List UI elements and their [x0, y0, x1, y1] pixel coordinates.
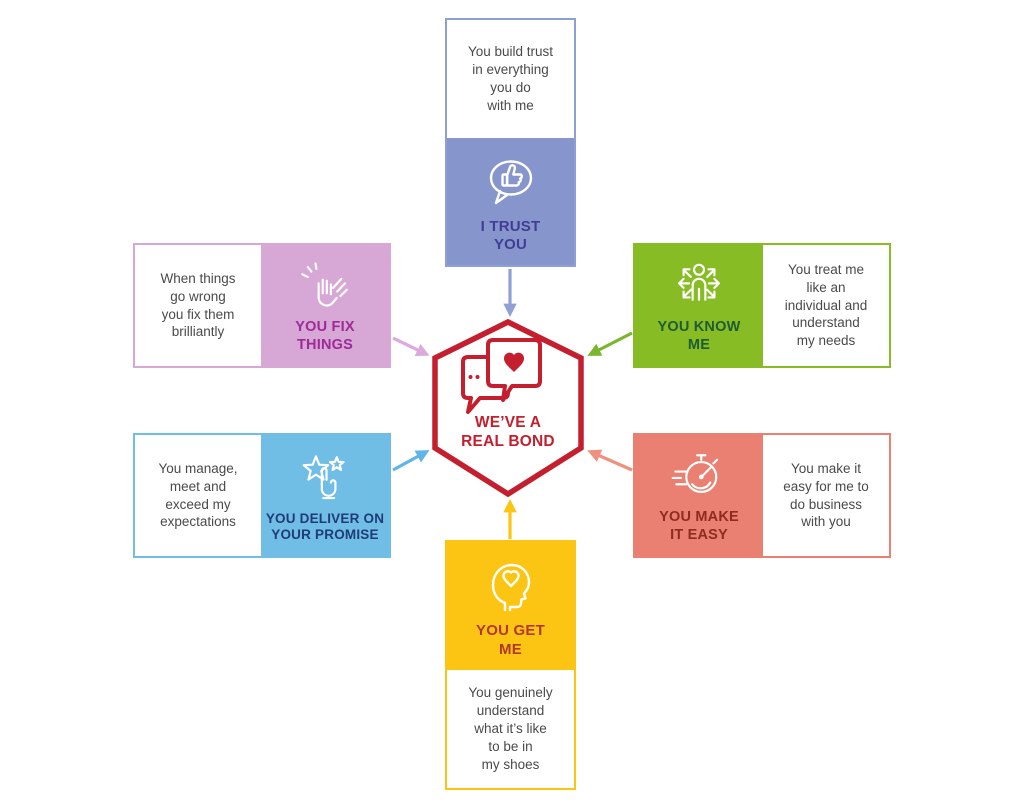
arrow-fix-to-center	[392, 336, 430, 356]
deliver-description: You manage, meet and exceed my expectati…	[135, 435, 261, 556]
node-easy: YOU MAKE IT EASY You make it easy for me…	[633, 433, 891, 558]
chat-bubbles-heart-icon	[461, 338, 542, 414]
arrow-know-to-center	[587, 331, 633, 356]
get-panel: YOU GET ME	[447, 542, 574, 670]
know-description: You treat me like an individual and unde…	[763, 245, 889, 366]
high-five-hands-icon	[301, 262, 348, 307]
easy-description: You make it easy for me to do business w…	[763, 435, 889, 556]
center-label: WE’VE A REAL BOND	[461, 414, 555, 451]
get-label: YOU GET ME	[476, 622, 545, 658]
node-deliver: You manage, meet and exceed my expectati…	[133, 433, 391, 558]
easy-panel: YOU MAKE IT EASY	[635, 435, 763, 556]
trust-label: I TRUST YOU	[480, 217, 541, 253]
speeding-stopwatch-icon	[671, 454, 719, 494]
thumbs-up-speech-bubble-icon	[489, 160, 532, 204]
trust-description: You build trust in everything you do wit…	[447, 20, 574, 138]
deliver-label: YOU DELIVER ON YOUR PROMISE	[265, 510, 385, 542]
node-know: YOU KNOW ME You treat me like an individ…	[633, 243, 891, 368]
node-get: YOU GET ME You genuinely understand what…	[445, 540, 576, 790]
know-panel: YOU KNOW ME	[635, 245, 763, 366]
fix-label: YOU FIX THINGS	[295, 319, 355, 353]
deliver-panel: YOU DELIVER ON YOUR PROMISE	[261, 435, 389, 556]
person-radiating-arrows-icon	[677, 264, 721, 302]
node-fix: When things go wrong you fix them brilli…	[133, 243, 391, 368]
know-label: YOU KNOW ME	[657, 319, 741, 353]
get-description: You genuinely understand what it’s like …	[447, 670, 574, 788]
arrow-easy-to-center	[587, 449, 633, 472]
fix-panel: YOU FIX THINGS	[261, 245, 389, 366]
node-trust: You build trust in everything you do wit…	[445, 18, 576, 267]
easy-label: YOU MAKE IT EASY	[659, 509, 739, 543]
fix-description: When things go wrong you fix them brilli…	[135, 245, 261, 366]
arrow-deliver-to-center	[392, 450, 430, 472]
head-with-heart-icon	[491, 564, 530, 612]
trust-panel: I TRUST YOU	[447, 138, 574, 265]
stars-click-hand-icon	[302, 454, 345, 499]
